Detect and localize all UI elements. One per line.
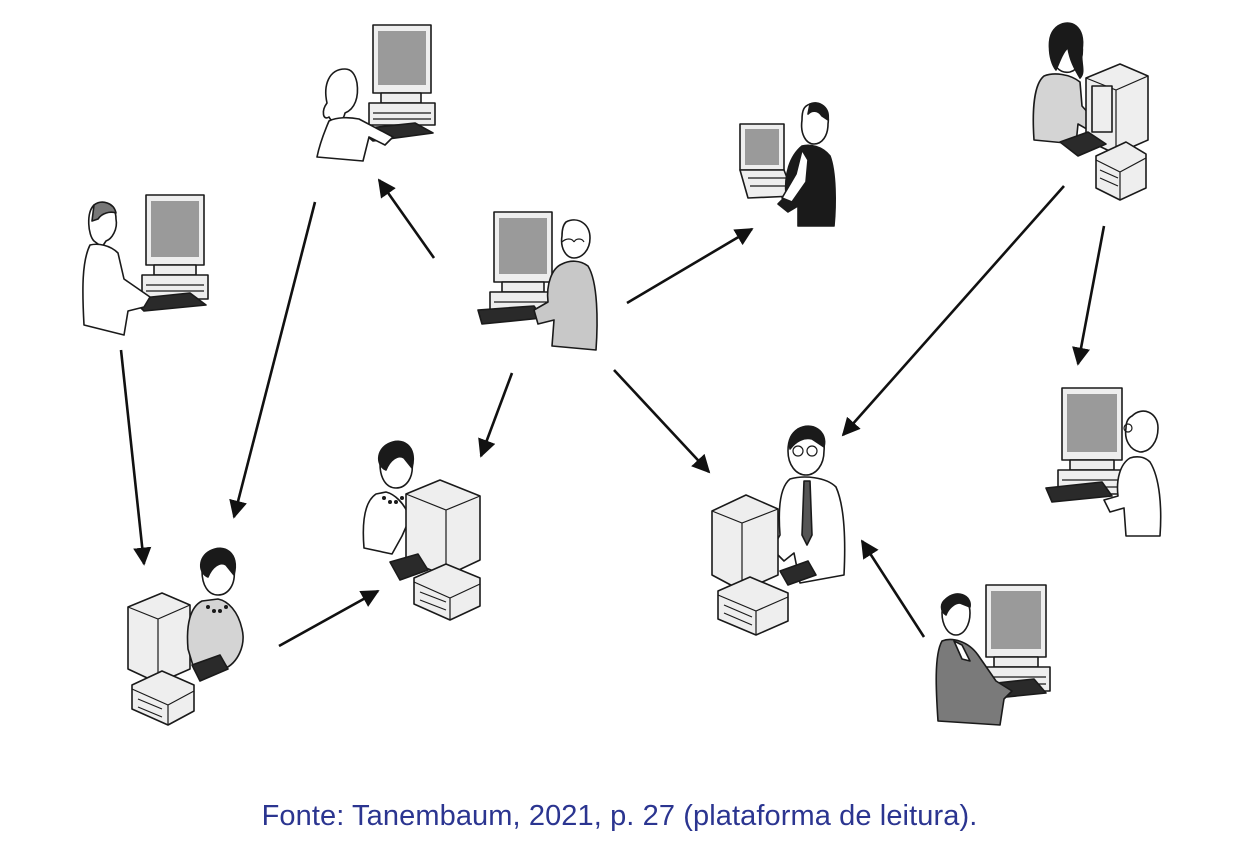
edge-n6-n7: [278, 589, 380, 648]
edge-n3-n1: [377, 178, 436, 259]
edge-n10-n8: [860, 539, 926, 638]
workstation-icon: [739, 102, 836, 227]
edge-layer: [119, 178, 1106, 648]
workstation-icon: [362, 440, 481, 621]
workstation-icon: [935, 584, 1051, 726]
node-layer: [82, 22, 1162, 726]
edge-n5-n9: [1072, 225, 1106, 366]
workstation-icon: [127, 547, 244, 726]
workstation-icon: [1032, 22, 1149, 201]
edge-n3-n7: [478, 372, 514, 458]
workstation-icon: [82, 194, 209, 336]
edge-n5-n8: [841, 185, 1065, 437]
edge-n3-n4: [626, 227, 754, 305]
edge-n2-n6: [119, 349, 152, 566]
edge-n1-n6: [229, 201, 317, 519]
workstation-icon: [711, 425, 846, 636]
workstation-icon: [477, 211, 598, 351]
workstation-icon: [316, 24, 436, 162]
edge-n3-n8: [613, 369, 711, 474]
figure-caption: Fonte: Tanembaum, 2021, p. 27 (plataform…: [261, 800, 978, 832]
network-diagram: [82, 22, 1162, 726]
workstation-icon: [1045, 387, 1162, 537]
